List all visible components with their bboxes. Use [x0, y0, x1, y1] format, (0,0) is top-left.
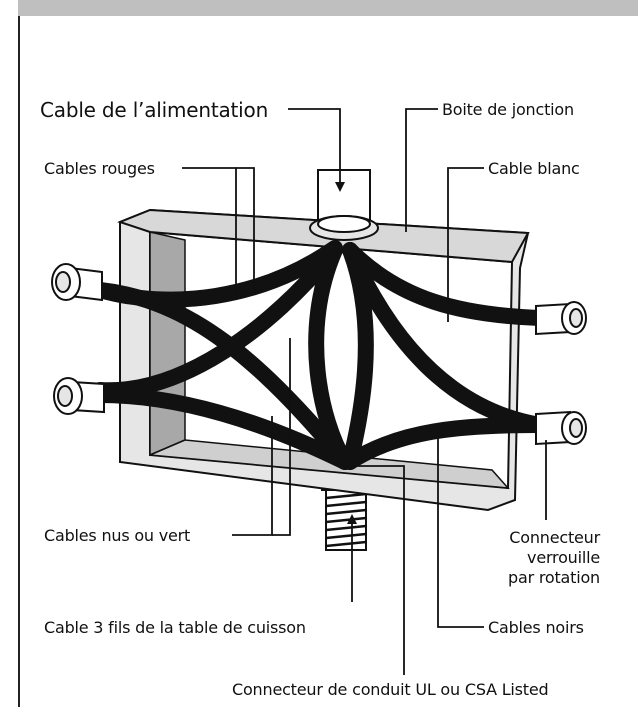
- page-margin-rule: [18, 16, 20, 707]
- label-red-cables: Cables rouges: [44, 159, 155, 178]
- cables: [92, 240, 548, 470]
- label-bare-or-green-cables: Cables nus ou vert: [44, 526, 191, 545]
- label-black-cables: Cables noirs: [488, 618, 584, 637]
- connector-left-top: [51, 263, 103, 302]
- connector-left-bottom: [53, 377, 105, 415]
- connector-right-bottom: [535, 410, 587, 446]
- label-white-cable: Cable blanc: [488, 159, 580, 178]
- leader-lines: [182, 108, 547, 675]
- label-junction-box: Boite de jonction: [442, 100, 574, 119]
- label-conduit-connector: Connecteur de conduit UL ou CSA Listed: [232, 680, 549, 699]
- label-twist-connector-2: verrouille: [527, 548, 600, 567]
- label-twist-connector-3: par rotation: [508, 568, 600, 587]
- supply-conduit: [309, 169, 379, 241]
- header-bar: [18, 0, 638, 16]
- connector-right-top: [535, 301, 587, 336]
- left-connectors: [51, 263, 105, 415]
- right-connectors: [535, 301, 587, 446]
- label-power-cable: Cable de l’alimentation: [40, 98, 269, 122]
- label-cooktop-cable: Cable 3 fils de la table de cuisson: [44, 618, 306, 637]
- label-twist-connector-1: Connecteur: [509, 528, 600, 547]
